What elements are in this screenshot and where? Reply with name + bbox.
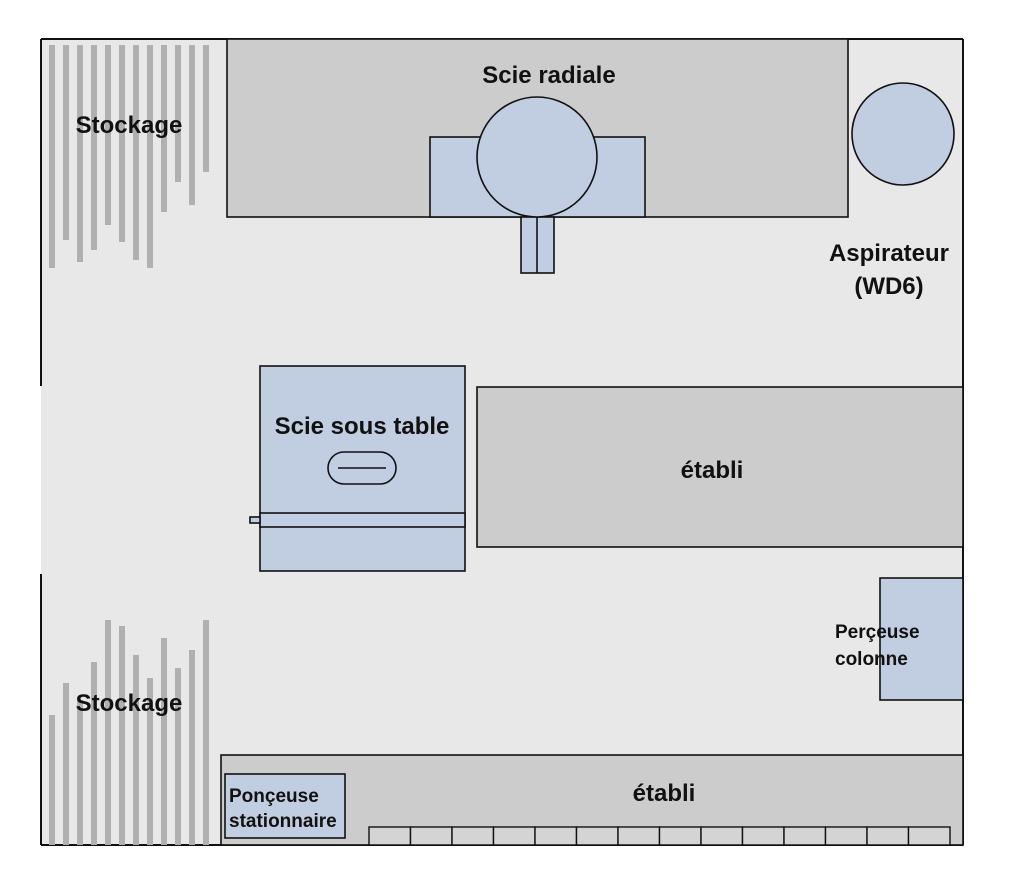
- storage-top-slats: [49, 45, 209, 268]
- storage-top-label: Stockage: [76, 112, 183, 139]
- storage-bottom-label: Stockage: [76, 690, 183, 717]
- drill-press-label-line1: Perçeuse: [835, 622, 920, 643]
- table-saw-fence-knob: [249, 516, 261, 524]
- workbench-middle-label: établi: [681, 457, 744, 484]
- drill-press: [879, 577, 964, 701]
- sander-label-line1: Ponçeuse: [229, 786, 319, 807]
- radial-saw-label: Scie radiale: [482, 62, 615, 89]
- vacuum-icon: [851, 82, 955, 186]
- sander-label-line2: stationnaire: [229, 811, 337, 832]
- table-saw-fence: [259, 512, 466, 528]
- storage-bottom-slats: [49, 620, 209, 845]
- stationary-sander: [224, 773, 346, 839]
- vacuum-label-line2: (WD6): [854, 273, 923, 300]
- workbench-bottom-drawers: [368, 826, 951, 846]
- vacuum-label-line1: Aspirateur: [829, 240, 949, 267]
- workbench-bottom-label: établi: [633, 780, 696, 807]
- radial-saw-blade: [476, 96, 598, 218]
- drill-press-label-line2: colonne: [835, 649, 908, 670]
- workbench-middle: [476, 386, 964, 548]
- table-saw-label: Scie sous table: [275, 413, 450, 440]
